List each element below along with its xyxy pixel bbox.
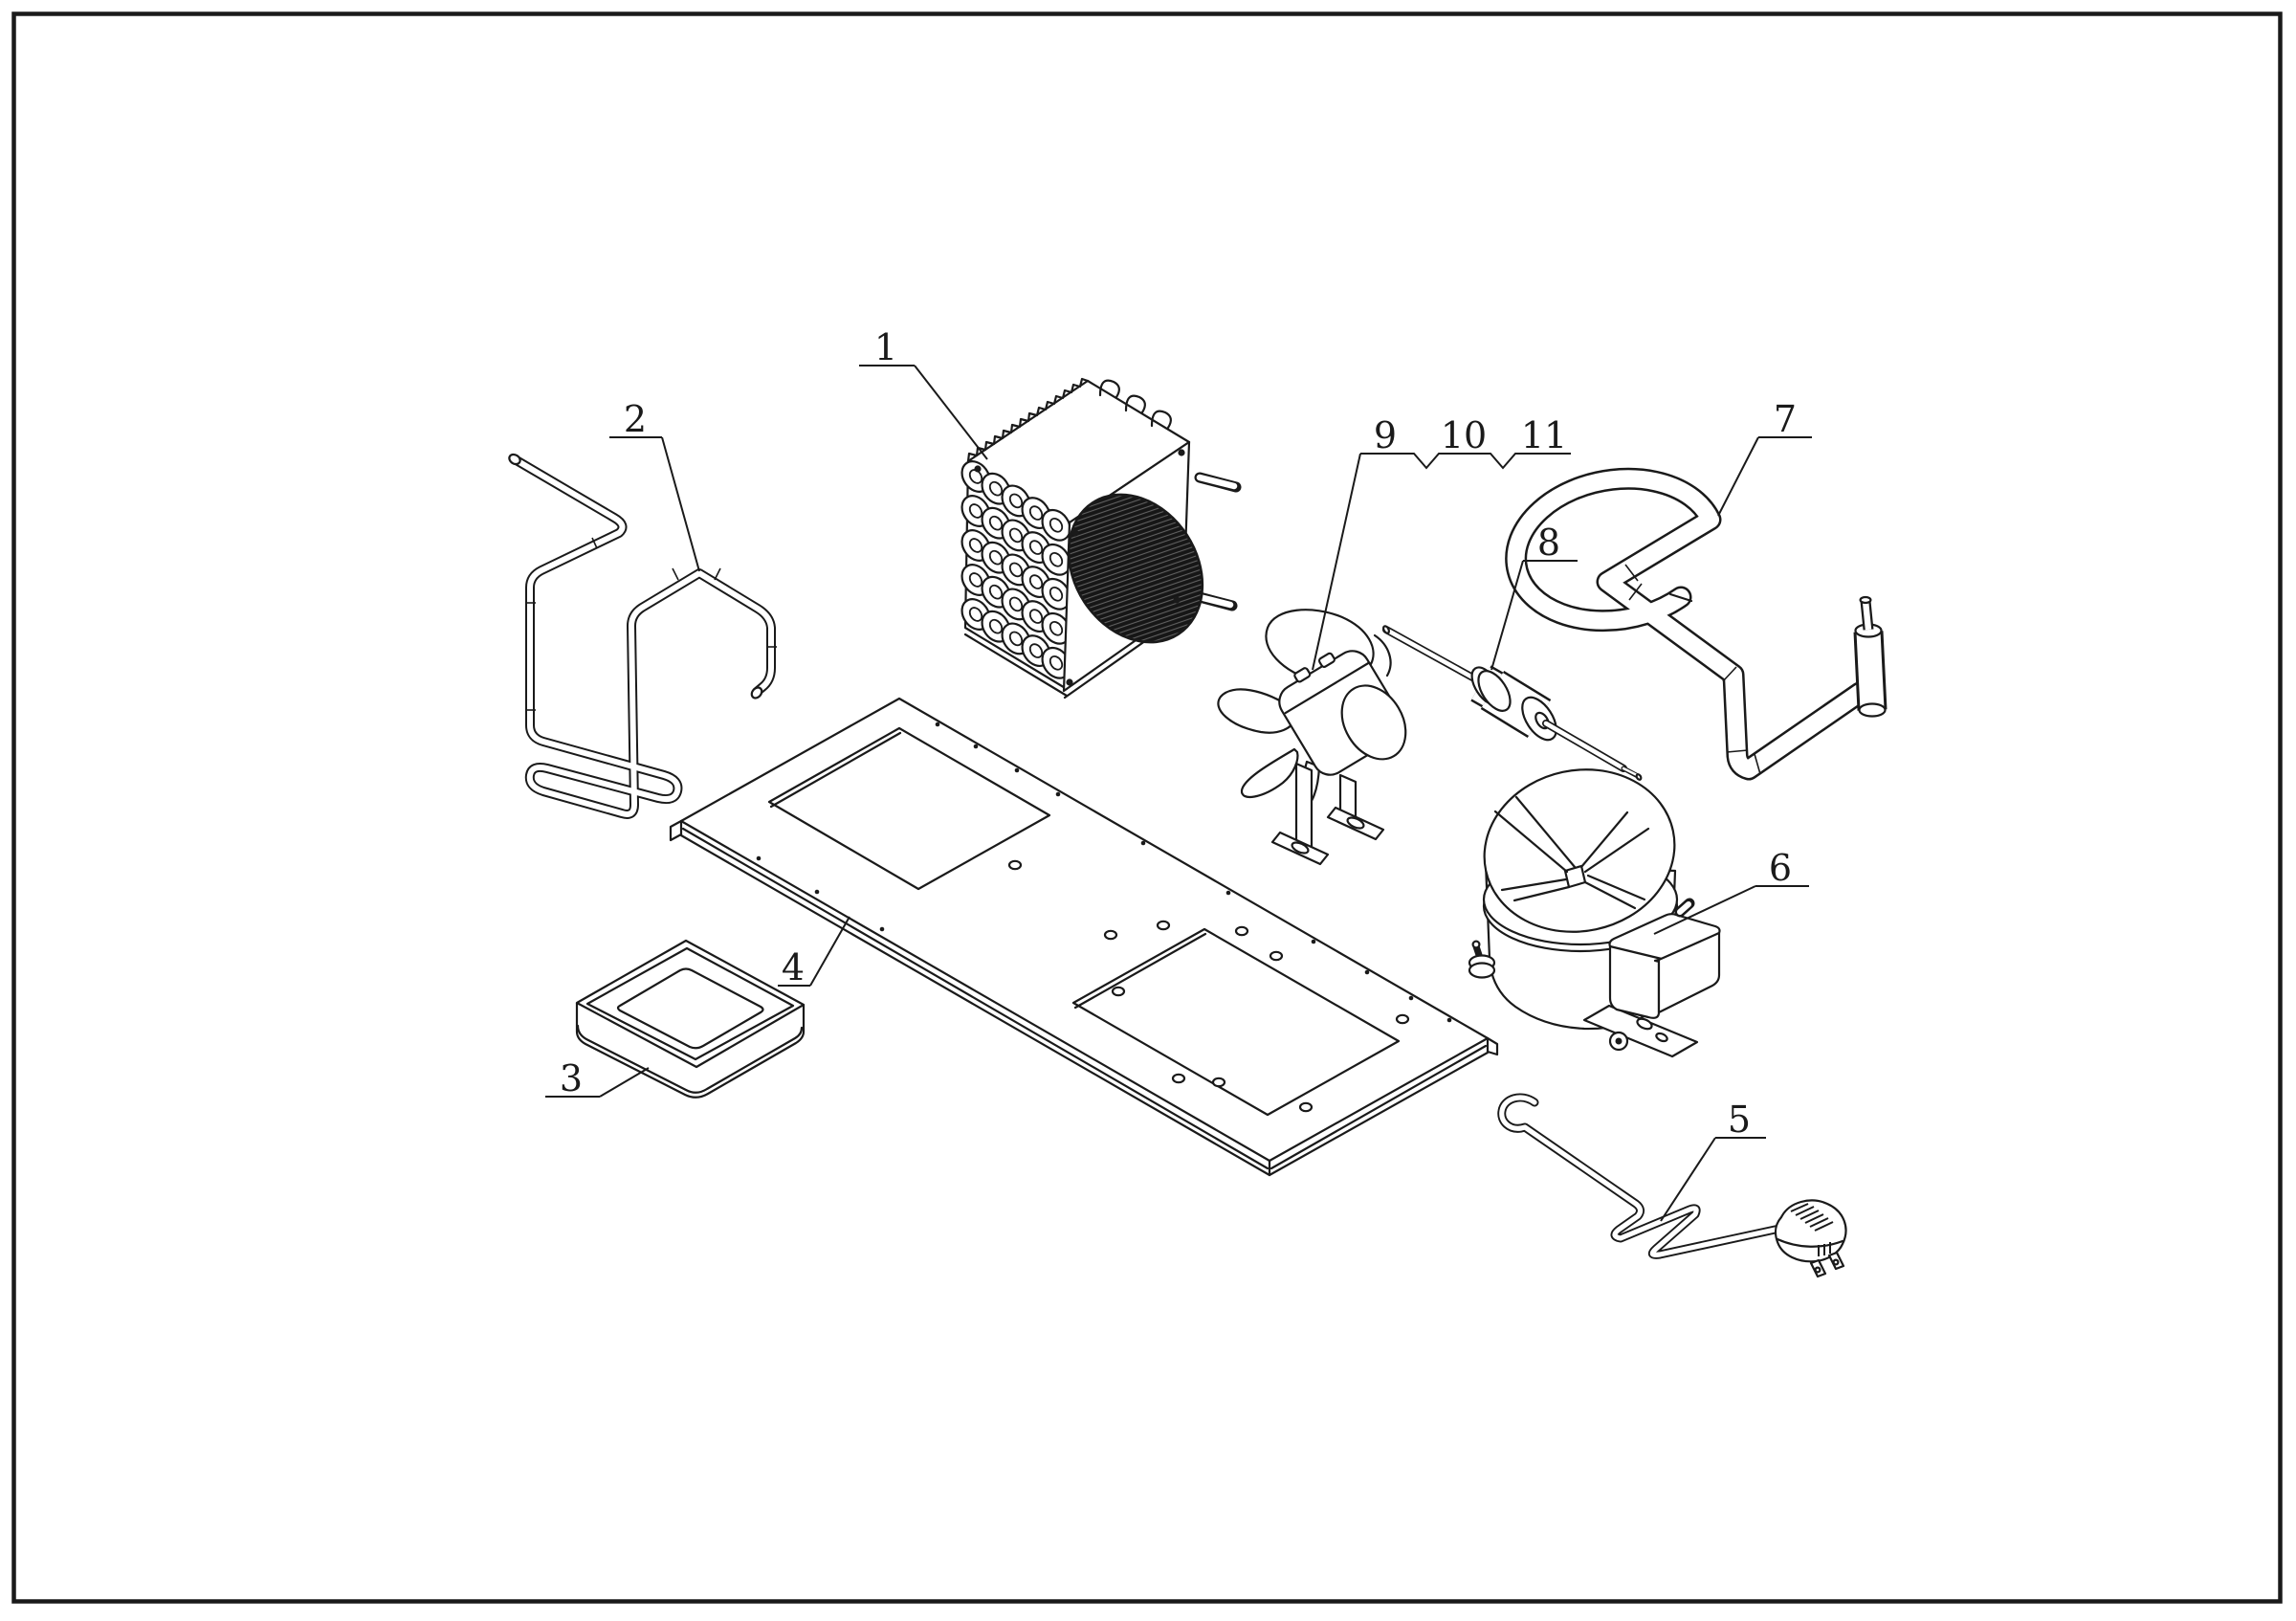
motor-tab [1293, 667, 1312, 683]
base-plate-surface [679, 697, 1490, 1163]
callout-leader-5 [1660, 1137, 1716, 1222]
tube-open-end [508, 453, 521, 466]
loop-bend-ticks [1624, 564, 1761, 775]
compressor-dome-seams [1493, 795, 1650, 910]
plug-vents [1790, 1203, 1834, 1232]
coil-loop [1041, 508, 1071, 542]
callout-leader-4 [809, 916, 850, 987]
callout-layer: 1 2 3 4 5 6 7 8 9 10 11 [545, 326, 1812, 1222]
capillary-tip [1635, 773, 1643, 781]
plate-edge-rivets [756, 722, 1452, 1023]
callout-leader-1 [914, 365, 988, 460]
callout-leader-6 [1653, 885, 1756, 935]
tray-floor [616, 967, 764, 1050]
compressor-mount-plate [1582, 1004, 1699, 1058]
part-label-5: 5 [1728, 1099, 1751, 1141]
filter-drier [1382, 625, 1643, 781]
compressor [1468, 768, 1721, 1058]
base-plate [669, 697, 1499, 1177]
condenser-fin-edge [966, 377, 1090, 463]
loop-open-end [1668, 592, 1693, 603]
mount-slot [1655, 1032, 1668, 1043]
condenser [960, 377, 1242, 699]
part-label-3: 3 [560, 1057, 583, 1099]
evaporator-tube [508, 453, 777, 819]
fan-blade [1240, 747, 1299, 799]
callout-leader-2 [661, 436, 700, 572]
part-label-6: 6 [1769, 847, 1792, 889]
compressor-left-foot [1468, 940, 1496, 979]
condenser-corner-bolts [974, 449, 1185, 686]
fan-foot-slot [1346, 816, 1365, 830]
tray-rim [575, 939, 806, 1069]
fan-motor-face [1340, 684, 1407, 761]
tube-loop-assembly [1505, 467, 1888, 781]
fan-foot-slot [1291, 841, 1310, 855]
part-label-2: 2 [624, 398, 647, 440]
part-label-11: 11 [1521, 414, 1567, 456]
plate-cutout-front [1071, 927, 1401, 1117]
mount-slot [1636, 1017, 1653, 1031]
callout-leader-9 [1312, 453, 1361, 671]
accumulator-base [1858, 702, 1887, 718]
callout-leader-7 [1717, 436, 1759, 517]
fan-assembly [1217, 609, 1407, 866]
tube-bend-ticks [525, 537, 777, 711]
callout-leader-8 [1490, 560, 1524, 671]
terminal-box-side [1657, 931, 1721, 1014]
fan-motor [1278, 650, 1407, 776]
power-cord [1497, 1093, 1847, 1278]
accumulator-stub [1859, 595, 1872, 605]
motor-tab [1317, 652, 1336, 669]
plate-corner-notch-left [669, 819, 683, 842]
plate-holes [1007, 859, 1410, 1113]
part-label-7: 7 [1774, 398, 1797, 440]
part-label-1: 1 [874, 326, 897, 368]
condenser-coils [960, 460, 1071, 679]
terminal-box-front [1608, 944, 1667, 1019]
callout-leader-3 [599, 1067, 650, 1098]
fan-bracket-leg [1294, 762, 1314, 852]
tube-open-end [750, 686, 763, 699]
part-label-9: 9 [1374, 414, 1397, 456]
part-label-8: 8 [1537, 522, 1560, 564]
plate-corner-notch-right [1486, 1036, 1499, 1056]
power-plug [1774, 1199, 1847, 1278]
drip-tray [575, 939, 806, 1099]
callout-bracket [1360, 453, 1571, 470]
condenser-fan-opening [1067, 493, 1204, 644]
fan-blade [1217, 688, 1297, 734]
drawing-frame [11, 11, 2283, 1604]
part-label-10: 10 [1441, 414, 1487, 456]
part-label-4: 4 [782, 946, 805, 988]
coil-loop [1041, 543, 1071, 576]
